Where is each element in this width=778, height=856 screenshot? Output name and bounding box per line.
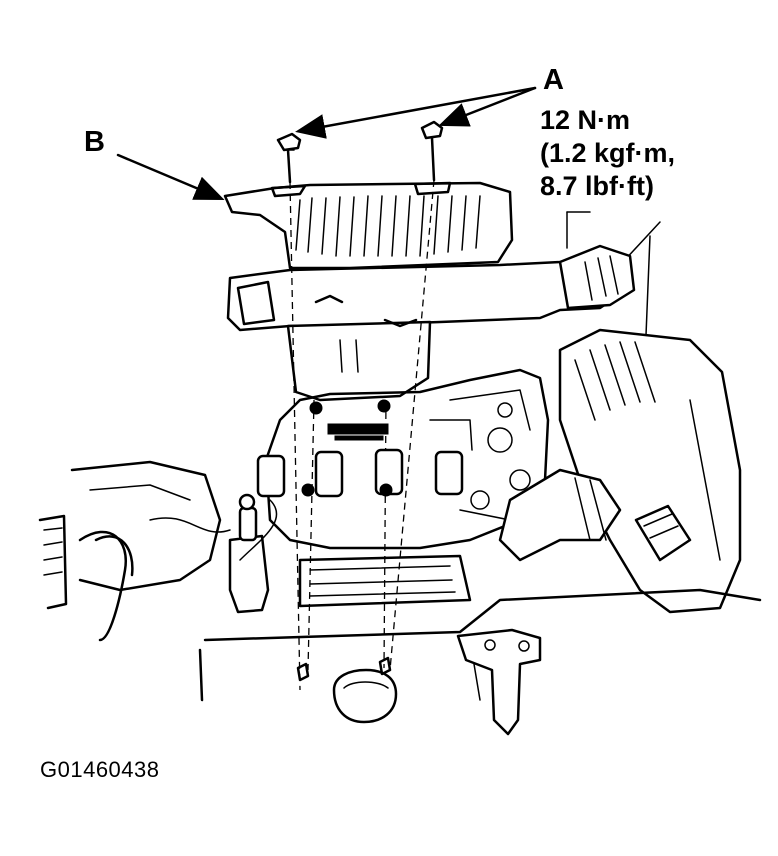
- label-b: B: [84, 126, 105, 158]
- bolt-a-left: [276, 132, 302, 184]
- ignition-coils: [256, 399, 464, 498]
- torque-spec-line-1: 12 N·m: [540, 105, 631, 135]
- alignment-lines: [289, 179, 435, 691]
- lower-front: [198, 588, 762, 736]
- torque-spec-line-2: (1.2 kgf·m,: [540, 138, 676, 168]
- arrow-b-cover: [116, 153, 225, 200]
- bolt-a-right: [420, 120, 444, 182]
- engine-block: [256, 368, 550, 608]
- air-cleaner-box: [498, 328, 742, 614]
- torque-spec: 12 N·m (1.2 kgf·m, 8.7 lbf·ft): [540, 104, 675, 203]
- label-a: A: [543, 64, 564, 96]
- arrow-a-right-bolt: [438, 86, 537, 127]
- left-components: [38, 460, 278, 642]
- figure-id: G01460438: [40, 757, 160, 782]
- arrow-a-left-bolt: [295, 86, 537, 139]
- engine-cover-b: [223, 181, 636, 402]
- torque-spec-line-3: 8.7 lbf·ft): [540, 171, 654, 201]
